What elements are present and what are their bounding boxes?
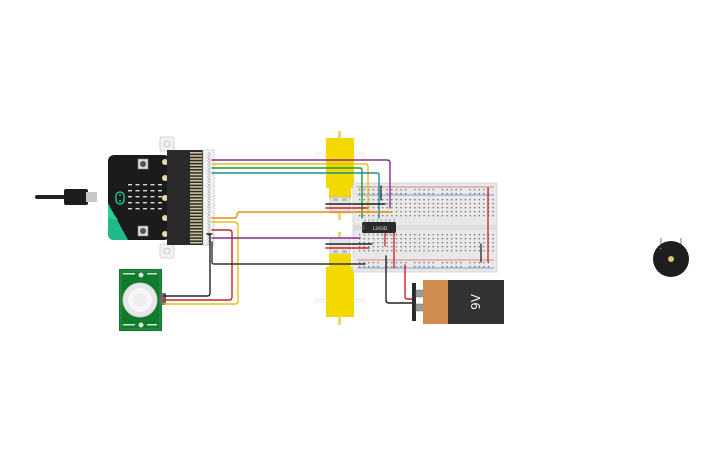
svg-text:+: + — [659, 246, 662, 251]
microbit-board[interactable] — [35, 136, 215, 259]
usb-cable — [35, 189, 97, 205]
wire-black-1 — [163, 233, 213, 297]
motor-driver-label: L293D — [373, 226, 388, 232]
wire-black-2 — [211, 241, 366, 265]
motor-driver-ic[interactable]: L293D — [361, 219, 396, 236]
battery-9v[interactable]: 9V — [412, 280, 504, 324]
button-b[interactable] — [137, 225, 149, 237]
wire-yellow-1 — [211, 163, 369, 214]
dc-motor-top[interactable] — [314, 131, 366, 220]
button-a[interactable] — [137, 158, 149, 170]
wire-red-1 — [163, 229, 233, 301]
wire-teal-1 — [211, 172, 380, 219]
led-matrix — [128, 184, 162, 210]
piezo-buzzer[interactable]: + — [653, 238, 689, 277]
wire-orange-1 — [211, 211, 393, 219]
wire-battery-red — [404, 264, 415, 300]
battery-label: 9V — [469, 293, 483, 310]
microbit-logo — [115, 191, 125, 205]
edge-connector — [190, 152, 202, 244]
pir-sensor[interactable] — [119, 269, 166, 331]
dc-motor-bottom[interactable] — [314, 232, 366, 325]
wire-purple-1 — [211, 159, 391, 209]
wires[interactable] — [163, 159, 489, 305]
wire-green-1 — [211, 167, 363, 219]
wire-battery-black — [385, 255, 415, 304]
